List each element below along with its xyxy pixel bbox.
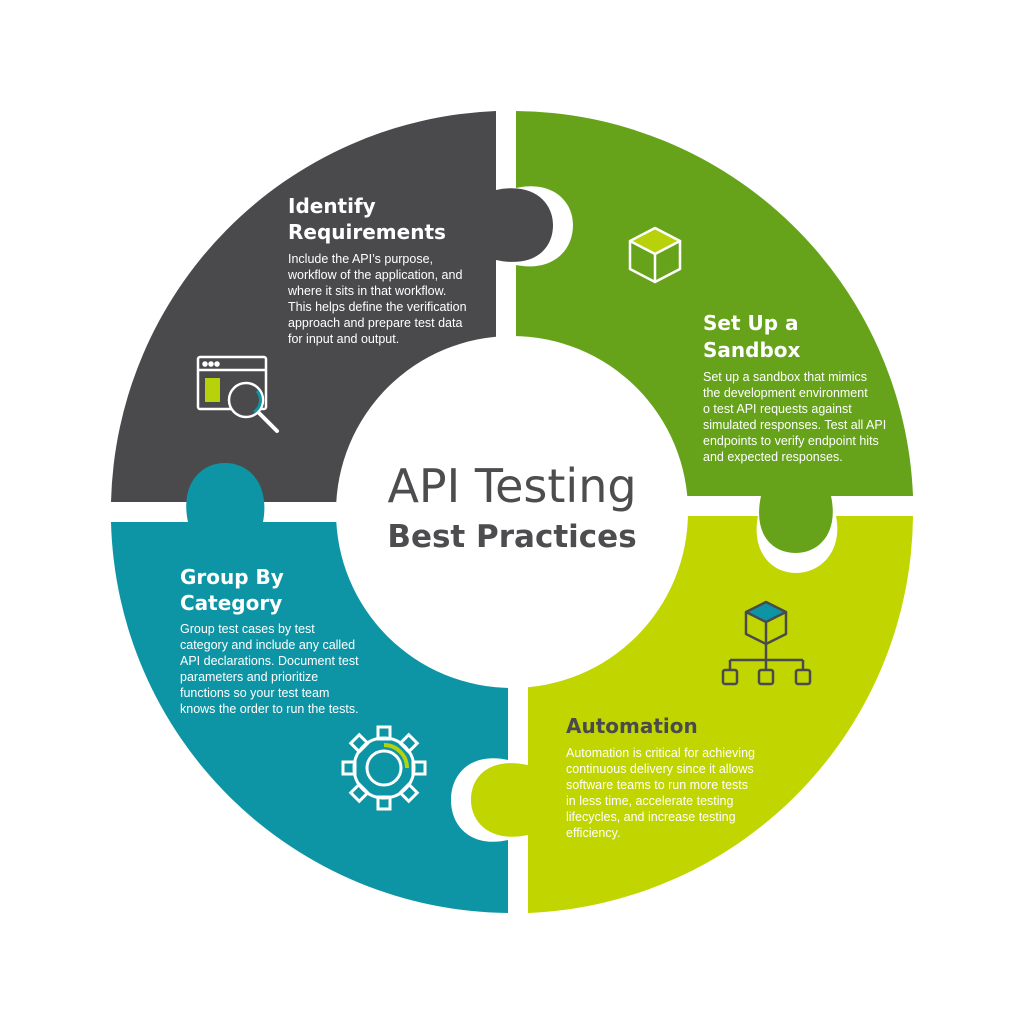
identify-title-line2: Requirements (288, 220, 446, 244)
sandbox-body-line: endpoints to verify endpoint hits (703, 434, 879, 448)
automation-body-line: lifecycles, and increase testing (566, 810, 736, 824)
identify-body-line: workflow of the application, and (288, 268, 463, 282)
segment-automation (471, 516, 913, 913)
sandbox-body: Set up a sandbox that mimics the develop… (703, 369, 908, 465)
sandbox-body-line: o test API requests against (703, 402, 852, 416)
identify-title-line1: Identify (288, 194, 376, 218)
sandbox-title-line2: Sandbox (703, 338, 801, 362)
automation-body-line: continuous delivery since it allows (566, 762, 754, 776)
browser-search-icon (196, 355, 279, 433)
sandbox-body-line: simulated responses. Test all API (703, 418, 887, 432)
identify-body: Include the API’s purpose, workflow of t… (288, 251, 498, 347)
group-body-line: parameters and prioritize (180, 670, 319, 684)
automation-title: Automation (566, 714, 698, 738)
segment-sandbox (516, 111, 913, 553)
group-title-line2: Category (180, 591, 283, 615)
automation-body-line: Automation is critical for achieving (566, 746, 755, 760)
group-body-line: API declarations. Document test (180, 654, 359, 668)
center-subtitle: Best Practices (387, 519, 637, 555)
group-body-line: category and include any called (180, 638, 356, 652)
group-body: Group test cases by test category and in… (180, 621, 380, 717)
identify-body-line: where it sits in that workflow. (288, 284, 447, 298)
automation-body-line: efficiency. (566, 826, 621, 840)
group-body-line: functions so your test team (180, 686, 330, 700)
group-title-line1: Group By (180, 565, 284, 589)
segment-identify-requirements (111, 111, 553, 502)
identify-body-line: Include the API’s purpose, (288, 252, 434, 266)
identify-body-line: for input and output. (288, 332, 400, 346)
cube-hierarchy-icon (721, 600, 812, 686)
sandbox-body-line: and expected responses. (703, 450, 843, 464)
sandbox-body-line: the development environment (703, 386, 868, 400)
group-body-line: knows the order to run the tests. (180, 702, 359, 716)
automation-body-line: software teams to run more tests (566, 778, 749, 792)
sandbox-title-line1: Set Up a (703, 311, 799, 335)
gear-icon (341, 725, 427, 811)
group-body-line: Group test cases by test (180, 622, 315, 636)
identify-body-line: This helps define the verification (288, 300, 467, 314)
sandbox-body-line: Set up a sandbox that mimics (703, 370, 867, 384)
identify-body-line: approach and prepare test data (288, 316, 463, 330)
automation-body: Automation is critical for achieving con… (566, 745, 776, 841)
automation-body-line: in less time, accelerate testing (566, 794, 734, 808)
center-title: API Testing (387, 459, 637, 513)
cube-icon (628, 226, 682, 284)
